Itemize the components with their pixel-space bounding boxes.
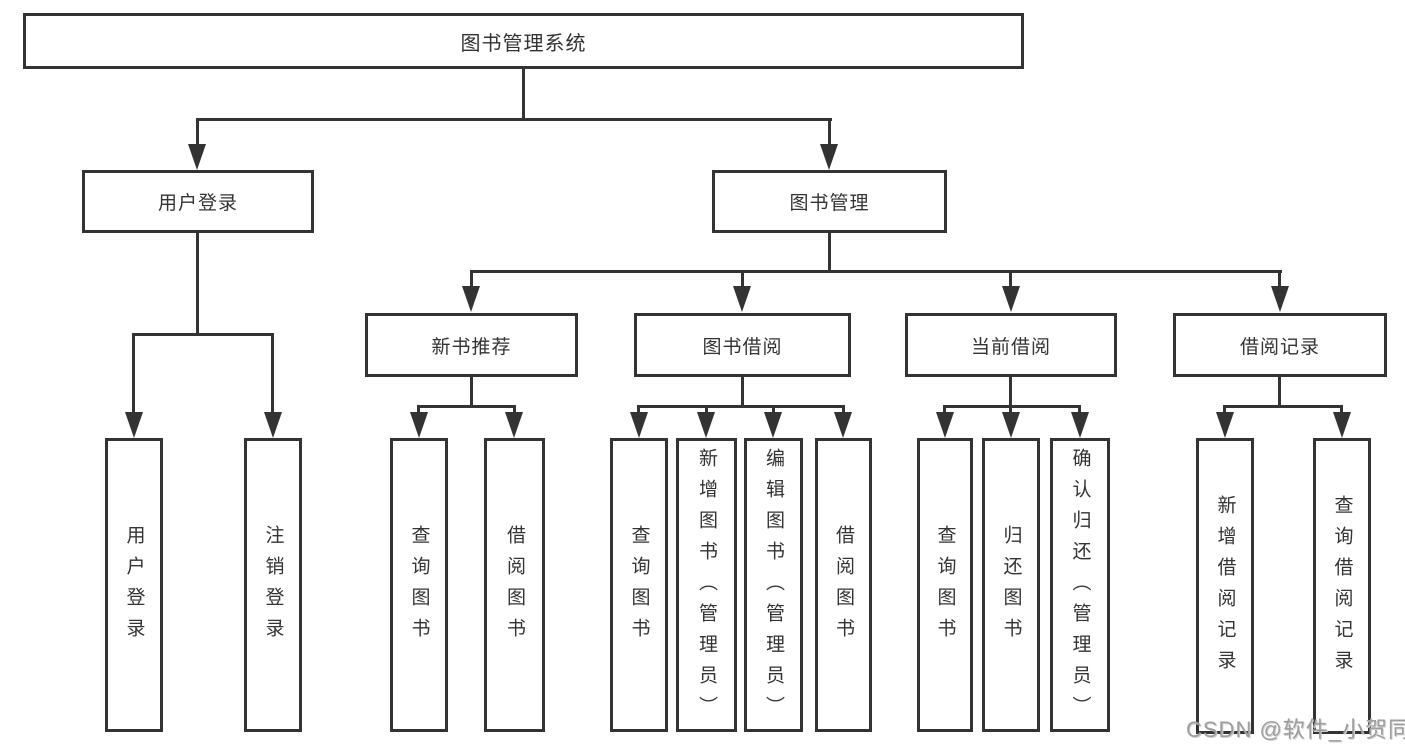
connector-line [196, 118, 832, 121]
node-library-system: 图书管理系统 [23, 13, 1024, 69]
leaf-br-query-record: 查询借阅记录 [1313, 438, 1371, 734]
node-current-borrowing: 当前借阅 [905, 313, 1117, 377]
connector-stem [943, 405, 946, 414]
leaf-cb-confirm-return-admin: 确认归还（管理员） [1050, 438, 1110, 732]
node-user-login: 用户登录 [82, 170, 314, 233]
connector-arrow-down [820, 144, 838, 170]
connector-arrow-down [733, 286, 751, 312]
connector-stem [1009, 270, 1012, 288]
connector-line [944, 405, 1081, 408]
leaf-logout: 注销登录 [244, 438, 302, 732]
leaf-br-add-record: 新增借阅记录 [1196, 438, 1254, 734]
connector-stem [1223, 405, 1226, 414]
connector-stem [132, 333, 135, 413]
connector-arrow-down [1333, 412, 1351, 438]
leaf-cb-return-books: 归还图书 [982, 438, 1040, 732]
connector-stem [271, 333, 274, 413]
connector-arrow-down [630, 412, 648, 438]
connector-line [132, 333, 274, 336]
connector-arrow-down [410, 412, 428, 438]
connector-arrow-down [1216, 412, 1234, 438]
connector-arrow-down [264, 412, 282, 438]
connector-stem [828, 118, 831, 146]
connector-stem [1340, 405, 1343, 414]
connector-stem [1278, 270, 1281, 288]
connector-arrow-down [188, 144, 206, 170]
leaf-nbr-borrow-books: 借阅图书 [484, 438, 545, 732]
leaf-cb-query-books: 查询图书 [917, 438, 973, 732]
connector-line [470, 270, 1282, 273]
connector-stem [741, 270, 744, 288]
connector-arrow-down [1002, 412, 1020, 438]
connector-stem [637, 405, 640, 414]
connector-stem [417, 405, 420, 414]
node-book-borrowing: 图书借阅 [634, 313, 851, 377]
connector-arrow-down [764, 412, 782, 438]
connector-arrow-down [936, 412, 954, 438]
connector-stem [470, 270, 473, 288]
connector-arrow-down [1002, 286, 1020, 312]
connector-line [741, 377, 744, 408]
connector-line [1278, 376, 1281, 408]
leaf-bb-query-books: 查询图书 [610, 438, 668, 732]
connector-stem [842, 405, 845, 414]
connector-arrow-down [834, 412, 852, 438]
node-borrowing-records: 借阅记录 [1173, 313, 1387, 377]
connector-arrow-down [505, 412, 523, 438]
leaf-nbr-query-books: 查询图书 [390, 438, 448, 732]
connector-line [470, 377, 473, 408]
connector-stem [1009, 405, 1012, 414]
leaf-bb-borrow-books: 借阅图书 [815, 438, 872, 732]
connector-line [1009, 377, 1012, 408]
leaf-bb-edit-book-admin: 编辑图书（管理员） [744, 438, 803, 732]
node-book-management: 图书管理 [712, 170, 947, 233]
connector-stem [1078, 405, 1081, 414]
watermark-text: CSDN @软件_小贺同学 [1186, 717, 1405, 742]
connector-line [418, 405, 516, 408]
connector-arrow-down [1271, 286, 1289, 312]
leaf-user-login: 用户登录 [105, 438, 163, 732]
connector-line [1224, 405, 1343, 408]
connector-line [522, 69, 525, 119]
connector-stem [772, 405, 775, 414]
connector-arrow-down [697, 412, 715, 438]
connector-line [196, 233, 199, 335]
connector-stem [513, 405, 516, 414]
connector-stem [705, 405, 708, 414]
leaf-bb-add-book-admin: 新增图书（管理员） [676, 438, 737, 732]
connector-stem [196, 118, 199, 146]
node-new-book-recommend: 新书推荐 [365, 313, 578, 377]
connector-arrow-down [125, 412, 143, 438]
connector-line [638, 405, 845, 408]
connector-line [828, 233, 831, 273]
connector-arrow-down [462, 286, 480, 312]
connector-arrow-down [1071, 412, 1089, 438]
